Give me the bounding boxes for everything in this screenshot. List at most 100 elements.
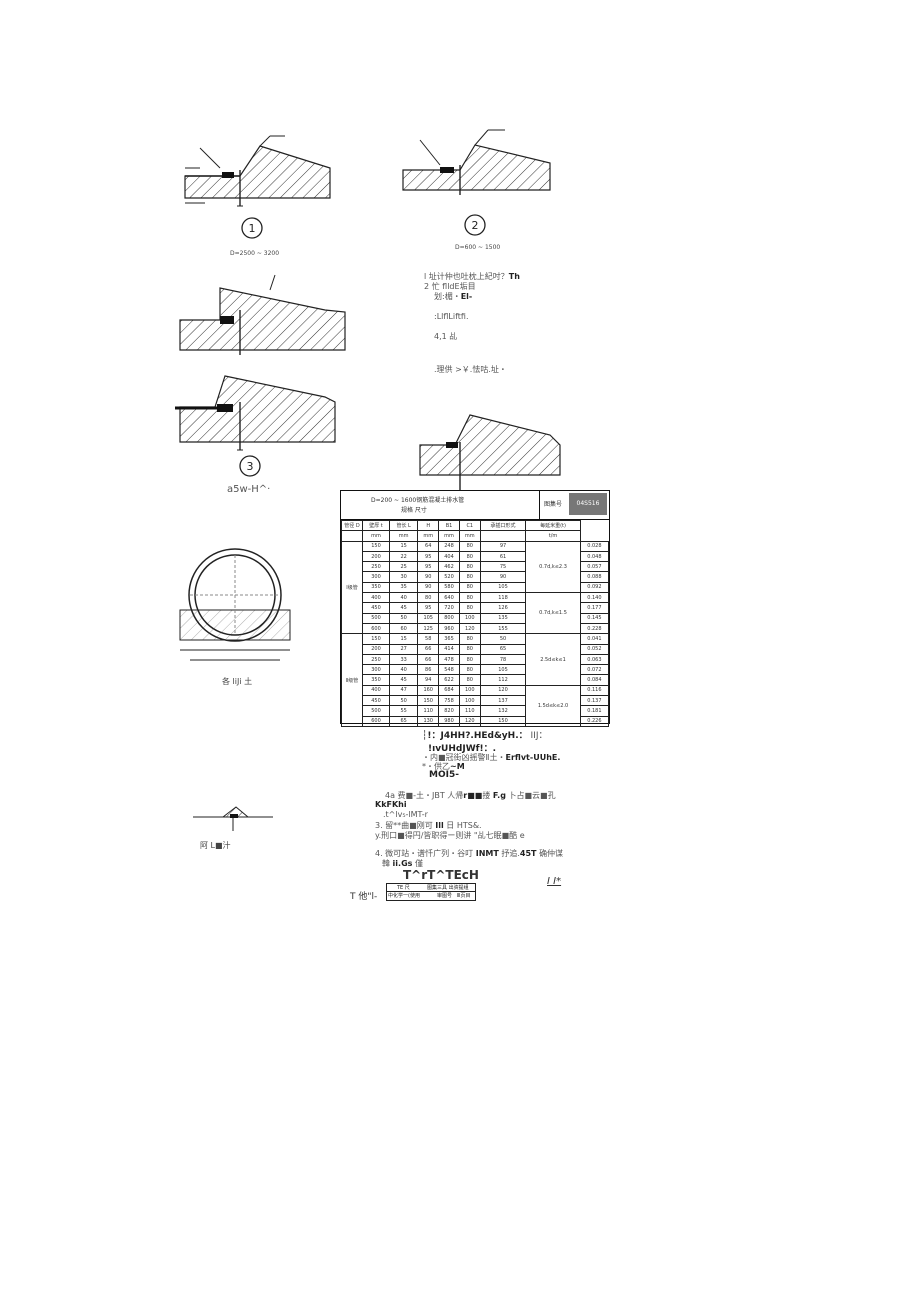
table-cell: 150 — [362, 540, 390, 552]
table-cell: 50 — [388, 612, 419, 624]
table-cell: 105 — [417, 612, 440, 624]
table-cell: 33 — [388, 653, 419, 666]
joint-note-cell: 0.7d,k≤1.5 — [525, 592, 581, 635]
table-cell: 22 — [388, 550, 419, 563]
table-cell: 110 — [417, 705, 440, 717]
table-cell: 120 — [458, 622, 481, 635]
table-cell: 30 — [388, 571, 419, 583]
table-cell: 125 — [417, 622, 440, 635]
caption-ring: 各 liJi 土 — [222, 677, 253, 686]
table-cell: 404 — [438, 550, 460, 563]
table-cell: 90 — [417, 581, 440, 594]
group-label: Ⅰ级管 — [341, 540, 363, 635]
caption-range-1: D=2500 ~ 3200 — [230, 250, 280, 257]
table-cell: 0.084 — [579, 674, 610, 686]
table-note-2: !ıvUHdJWf!：. — [428, 744, 497, 754]
table-cell: 110 — [458, 705, 481, 717]
table-cell: 95 — [417, 561, 440, 573]
table-cell: 95 — [417, 602, 440, 614]
table-cell: 0.177 — [579, 602, 610, 614]
table-cell: 600 — [362, 622, 390, 635]
table-cell: 80 — [458, 653, 481, 666]
table-cell: 200 — [362, 643, 390, 655]
table-cell: 47 — [388, 684, 419, 697]
group-label: Ⅱ级管 — [341, 633, 363, 727]
table-cell: 45 — [388, 674, 419, 686]
footer-cell-2: 图集三具 出资提组 — [427, 885, 469, 891]
table-cell: 55 — [388, 705, 419, 717]
table-cell: 0.137 — [579, 695, 610, 707]
table-cell: 0.145 — [579, 612, 610, 624]
table-cell: 580 — [438, 581, 460, 594]
table-cell: 720 — [438, 602, 460, 614]
table-cell: 40 — [388, 664, 419, 676]
table-cell: 300 — [362, 664, 390, 676]
table-cell: 500 — [362, 705, 390, 717]
table-cell: 155 — [479, 622, 527, 635]
table-cell: 97 — [479, 540, 527, 552]
table-cell: 120 — [458, 715, 481, 727]
table-cell: 980 — [438, 715, 460, 727]
unit-cell: t/m — [525, 530, 581, 542]
table-cell: 80 — [458, 550, 481, 563]
joint-note-cell: 0.7d,k≤2.3 — [525, 540, 581, 594]
table-cell: 60 — [388, 622, 419, 635]
table-subtitle: 规格 尺寸 — [401, 507, 427, 514]
figure-number-3-text: 3 — [247, 460, 254, 473]
lower-note-kk: KkFKhi — [375, 800, 407, 809]
table-cell: 105 — [479, 581, 527, 594]
drawing-joint-type-1b — [179, 274, 346, 355]
table-cell: 0.226 — [579, 715, 610, 727]
table-cell: 0.072 — [579, 664, 610, 676]
table-cell: 160 — [417, 684, 440, 697]
table-note-4: *・供乙~M — [422, 762, 465, 771]
figure-number-1: 1 — [241, 217, 263, 239]
table-cell: 58 — [417, 633, 440, 645]
caption-fig3: a5w-H^· — [227, 484, 271, 495]
table-cell: 80 — [458, 561, 481, 573]
table-cell: 960 — [438, 622, 460, 635]
table-cell: 0.092 — [579, 581, 610, 594]
table-cell: 365 — [438, 633, 460, 645]
table-cell: 135 — [479, 612, 527, 624]
drawing-joint-type-4 — [419, 414, 561, 490]
col-header: 壁厚 t — [362, 519, 390, 532]
table-cell: 414 — [438, 643, 460, 655]
drawing-joint-type-1 — [184, 135, 331, 207]
caption-range-2: D=600 ~ 1500 — [455, 244, 501, 251]
code-value: 04S516 — [569, 493, 607, 515]
table-cell: 462 — [438, 561, 460, 573]
table-cell: 0.041 — [579, 633, 610, 645]
table-cell: 95 — [417, 550, 440, 563]
table-cell: 35 — [388, 581, 419, 594]
lower-note-4a: 4a 费■-土・JBT 人帰r■■搂 F.g 卜占■云■孔 — [385, 791, 556, 800]
footer-cell-3: 中化学一(使用 — [388, 893, 420, 899]
drawing-small-joint — [193, 806, 273, 831]
table-cell: 350 — [362, 674, 390, 686]
table-cell: 61 — [479, 550, 527, 563]
table-cell: 90 — [479, 571, 527, 583]
col-header: 管长 L — [388, 519, 419, 532]
table-cell: 800 — [438, 612, 460, 624]
col-header: 每延米重(t) — [525, 519, 581, 532]
table-cell: 0.063 — [579, 653, 610, 666]
table-cell: 100 — [458, 684, 481, 697]
joint-note-cell: 1.5d≤k≤2.0 — [525, 684, 581, 727]
figure-number-3: 3 — [239, 455, 261, 477]
table-cell: 248 — [438, 540, 460, 552]
table-cell: 758 — [438, 695, 460, 707]
figure-number-2-text: 2 — [472, 219, 479, 232]
unit-cell: mm — [438, 530, 460, 542]
unit-cell: mm — [417, 530, 440, 542]
note-line-1: l 址计仲也吐枕上紀吋？Th — [424, 272, 520, 281]
spec-grid: 管径 D 壁厚 t 管长 L H B1 C1 承插口形式 每延米重(t) mm … — [341, 519, 610, 727]
table-header-row: 管径 D 壁厚 t 管长 L H B1 C1 承插口形式 每延米重(t) — [341, 519, 609, 532]
unit-cell: mm — [388, 530, 419, 542]
table-cell: 65 — [479, 643, 527, 655]
table-cell: 132 — [479, 705, 527, 717]
col-header: 承插口形式 — [479, 519, 527, 532]
table-cell: 50 — [479, 633, 527, 645]
